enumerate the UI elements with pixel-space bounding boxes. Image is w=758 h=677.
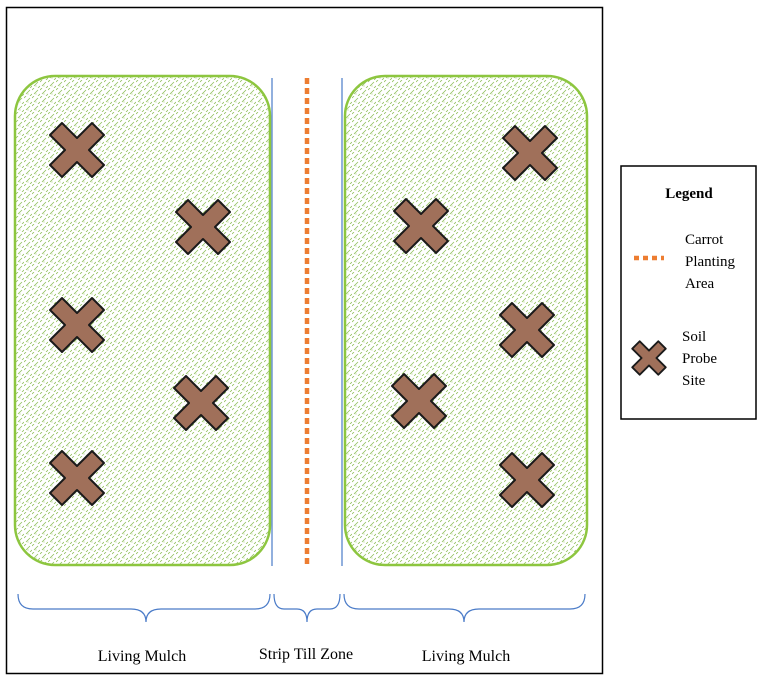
left-mulch-bed: [13, 74, 272, 567]
middle-zone-label: Strip Till Zone: [259, 646, 353, 663]
middle-zone-brace: [273, 593, 341, 623]
legend: Legend Carrot Planting Area Soil Probe S…: [620, 165, 757, 420]
legend-title: Legend: [665, 186, 713, 202]
legend-item-probe-line-1: Soil: [682, 329, 706, 345]
legend-item-carrot-line-2: Planting: [685, 254, 736, 270]
left-zone-label: Living Mulch: [98, 648, 186, 665]
legend-item-carrot-line-1: Carrot: [685, 232, 724, 248]
legend-item-probe-line-2: Probe: [682, 351, 717, 367]
right-zone-label: Living Mulch: [422, 648, 510, 665]
right-zone-brace: [343, 593, 586, 623]
left-zone-brace: [17, 593, 271, 623]
legend-box: [620, 165, 757, 420]
legend-item-carrot-line-3: Area: [685, 276, 714, 292]
legend-item-probe-line-3: Site: [682, 373, 706, 389]
